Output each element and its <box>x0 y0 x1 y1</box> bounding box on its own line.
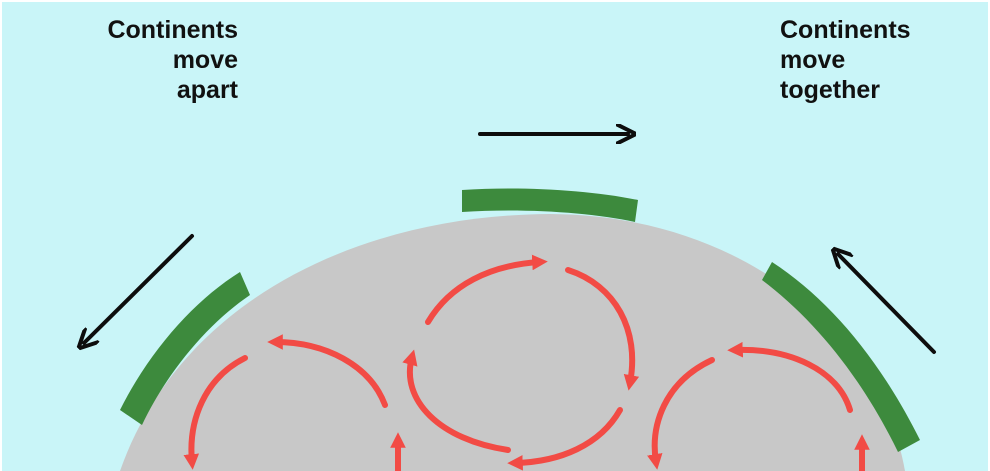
label-continents-move-together: Continents move together <box>780 15 911 105</box>
convection-arrow <box>565 267 640 391</box>
label-line: apart <box>176 76 238 104</box>
label-line: Continents <box>780 16 911 44</box>
label-line: together <box>780 76 880 104</box>
continent-right <box>762 262 920 452</box>
label-line: move <box>172 46 238 74</box>
convection-arrow <box>647 357 715 470</box>
convection-arrow <box>402 349 511 453</box>
convection-arrow <box>267 334 388 408</box>
convection-arrow <box>425 254 548 325</box>
label-continents-move-apart: Continents move apart <box>107 15 238 105</box>
plate-motion-arrows <box>84 134 936 354</box>
convection-arrow <box>183 355 248 470</box>
continent-top <box>462 188 638 222</box>
apart-motion-arrow <box>84 234 194 343</box>
label-line: Continents <box>107 16 238 44</box>
convection-currents <box>183 254 870 471</box>
convection-arrow <box>507 407 623 471</box>
convection-arrow <box>727 341 853 413</box>
earth-mantle <box>120 214 905 471</box>
label-line: move <box>780 46 846 74</box>
together-motion-arrow <box>838 254 936 354</box>
continent-left <box>120 272 250 425</box>
